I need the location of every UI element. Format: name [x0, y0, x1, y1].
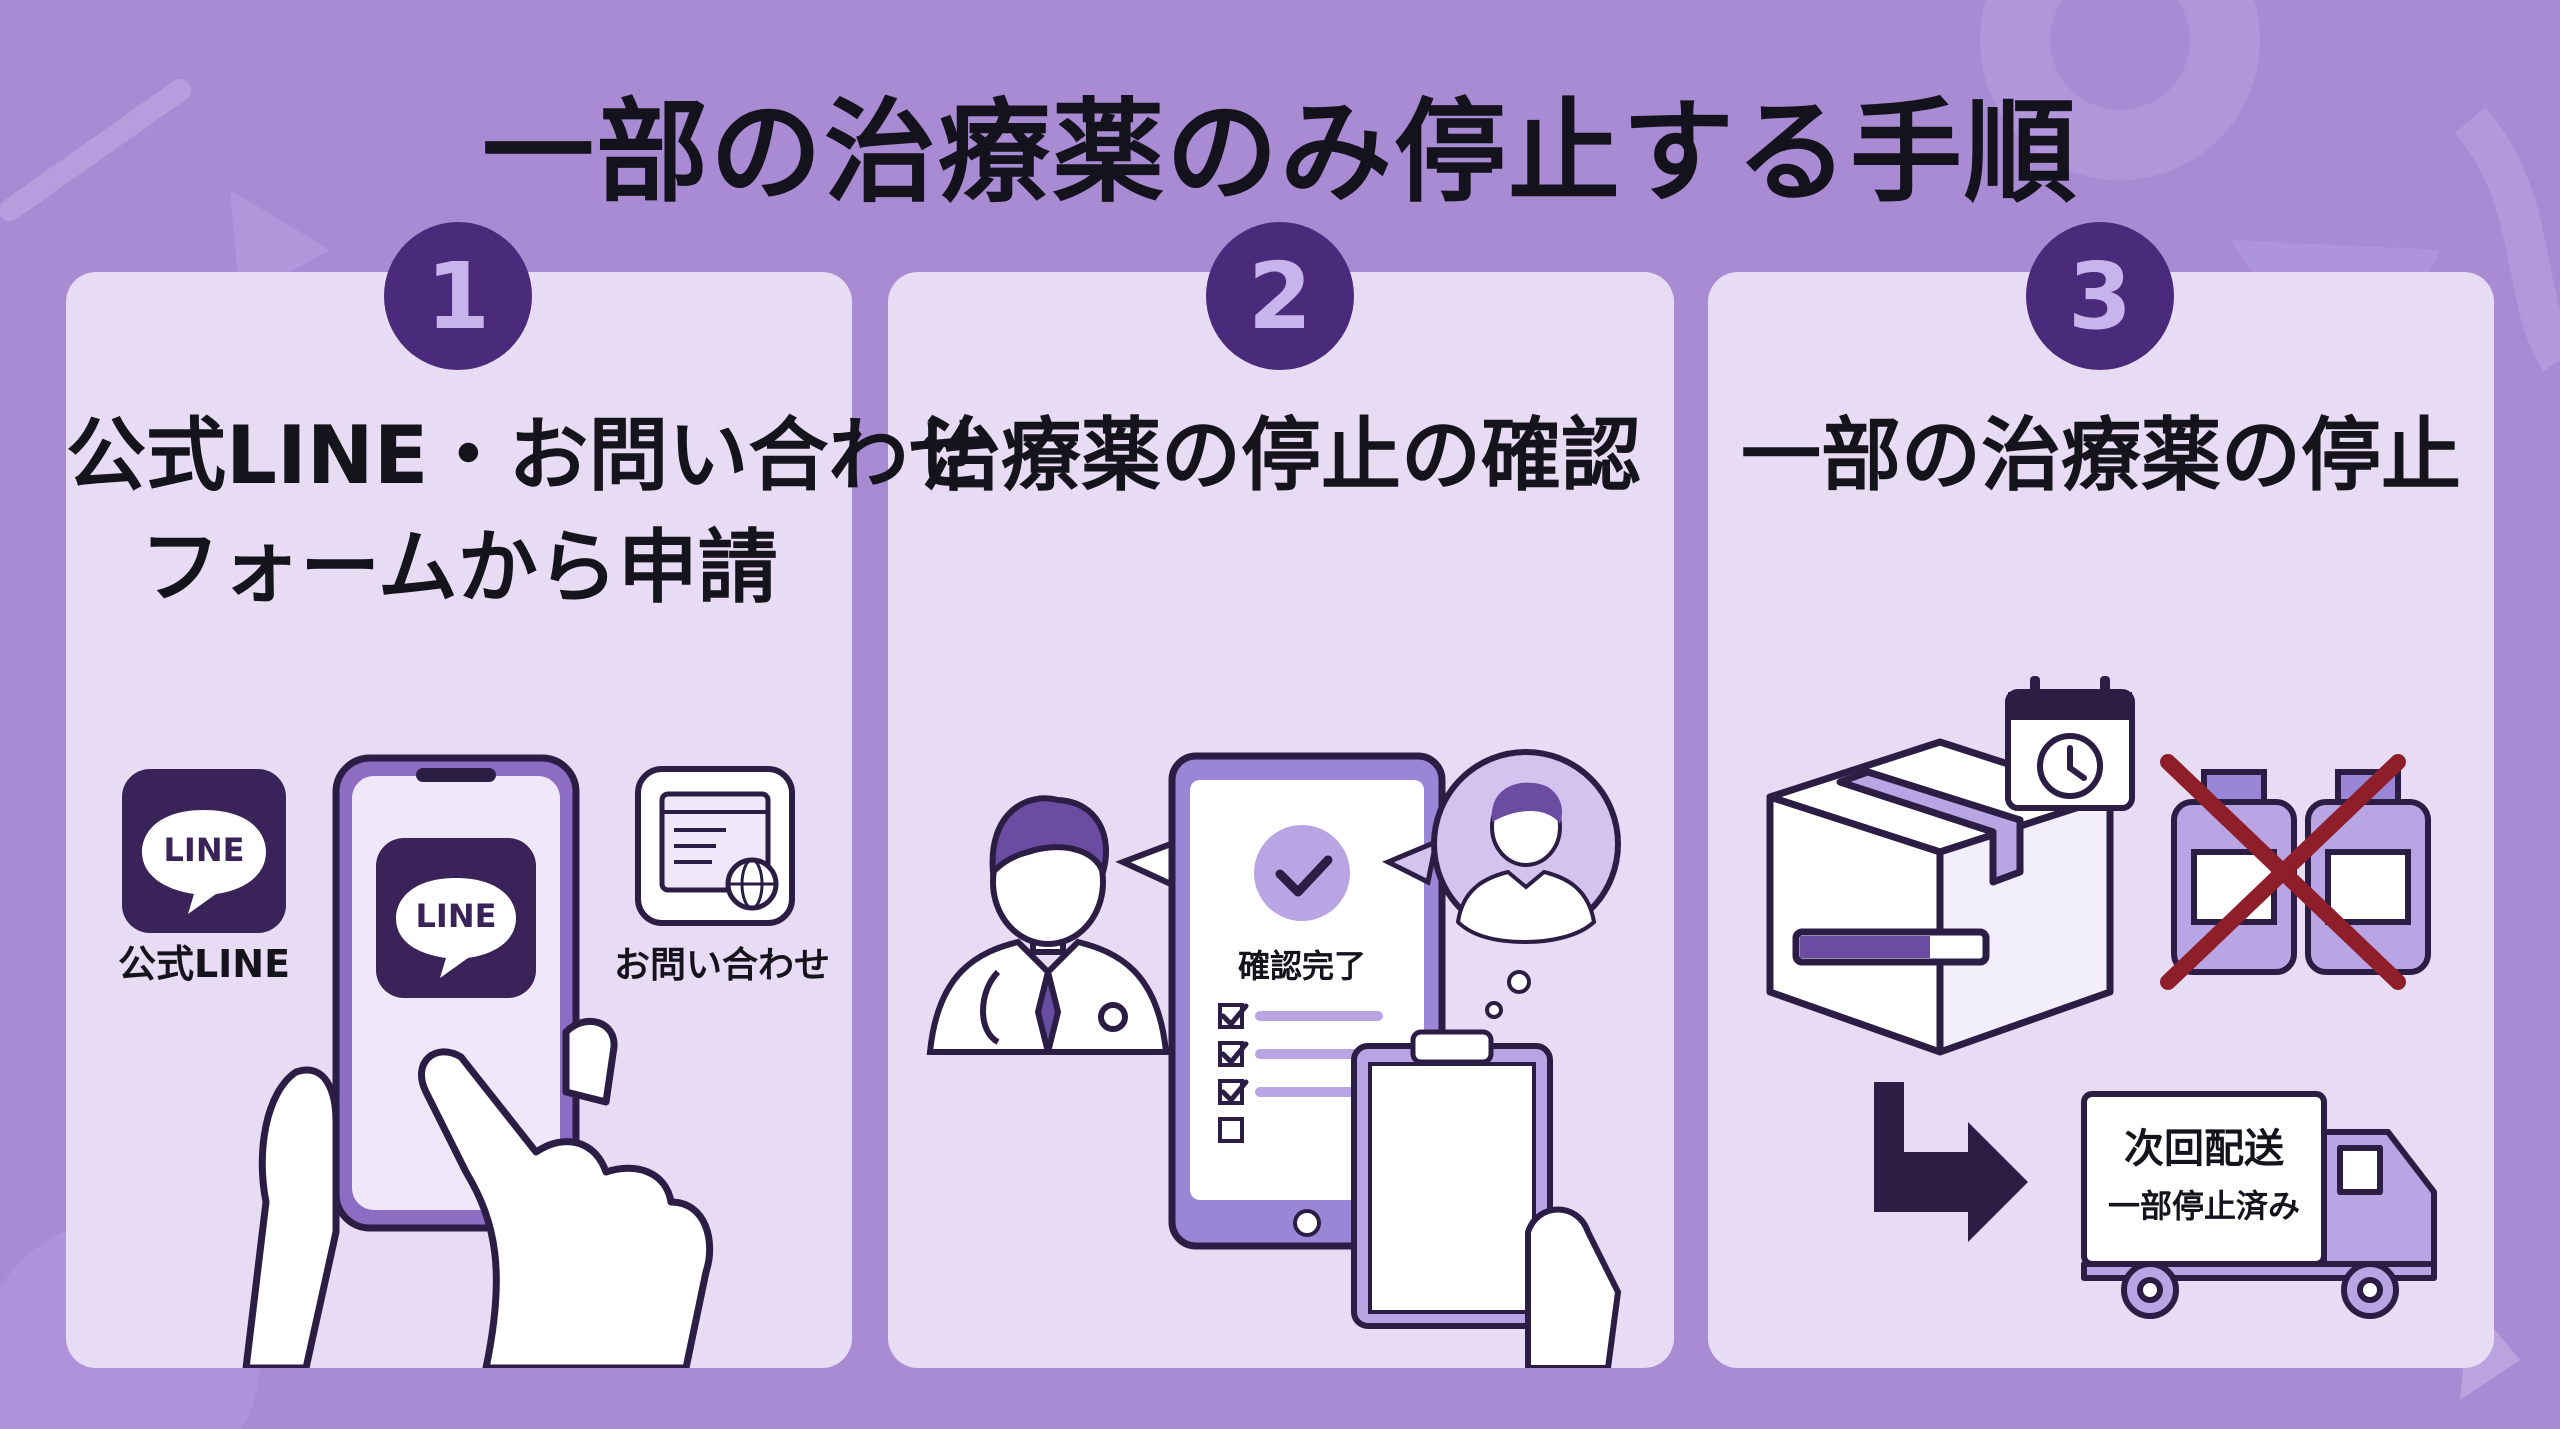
calendar-clock-icon [2005, 676, 2135, 811]
cross-mark-icon [2160, 754, 2406, 990]
official-line-label: 公式LINE [118, 942, 290, 986]
step-heading-2: 治療薬の停止の確認 [888, 400, 1674, 512]
step-number-badge-2: 2 [1206, 222, 1354, 370]
confirmed-label: 確認完了 [1238, 947, 1366, 985]
step-heading-1-line-1: 公式LINE・お問い合わせ [66, 409, 989, 502]
step-heading-3: 一部の治療薬の停止 [1708, 400, 2494, 512]
partial-stop-label: 一部停止済み [2108, 1187, 2300, 1225]
line-app-icon: LINE [122, 769, 286, 933]
step-heading-1-line-2: フォームから申請 [140, 521, 778, 614]
inquiry-label: お問い合わせ [614, 945, 830, 986]
inquiry-form-icon [635, 766, 795, 926]
clipboard-icon [1351, 1029, 1622, 1368]
step-number-badge-1: 1 [384, 222, 532, 370]
package-box-icon [1766, 738, 2114, 1056]
step-heading-1: 公式LINE・お問い合わせ フォームから申請 [66, 400, 989, 624]
page-title: 一部の治療薬のみ停止する手順 [482, 88, 2078, 218]
medicine-bottles-icon [2171, 769, 2431, 975]
hand-icon [242, 1017, 714, 1368]
smartphone-icon: LINE [332, 754, 580, 1232]
step-heading-2-line-1: 治療薬の停止の確認 [921, 409, 1641, 502]
delivery-truck-icon [2081, 1091, 2437, 1319]
step-heading-3-line-1: 一部の治療薬の停止 [1741, 409, 2461, 502]
doctor-avatar-icon [1381, 749, 1621, 1019]
arrow-icon [1874, 1082, 2028, 1242]
doctor-icon [926, 795, 1170, 1055]
line-app-label: LINE [164, 831, 245, 869]
step-number-badge-3: 3 [2026, 222, 2174, 370]
next-delivery-label: 次回配送 [2124, 1126, 2284, 1172]
step-1-illustration: LINE 公式LINE お問い合わせ LINE [118, 754, 830, 1368]
step-2-illustration: 確認完了 [926, 749, 1622, 1368]
phone-line-label: LINE [416, 897, 497, 935]
step-3-illustration: 次回配送 一部停止済み [1766, 676, 2437, 1319]
